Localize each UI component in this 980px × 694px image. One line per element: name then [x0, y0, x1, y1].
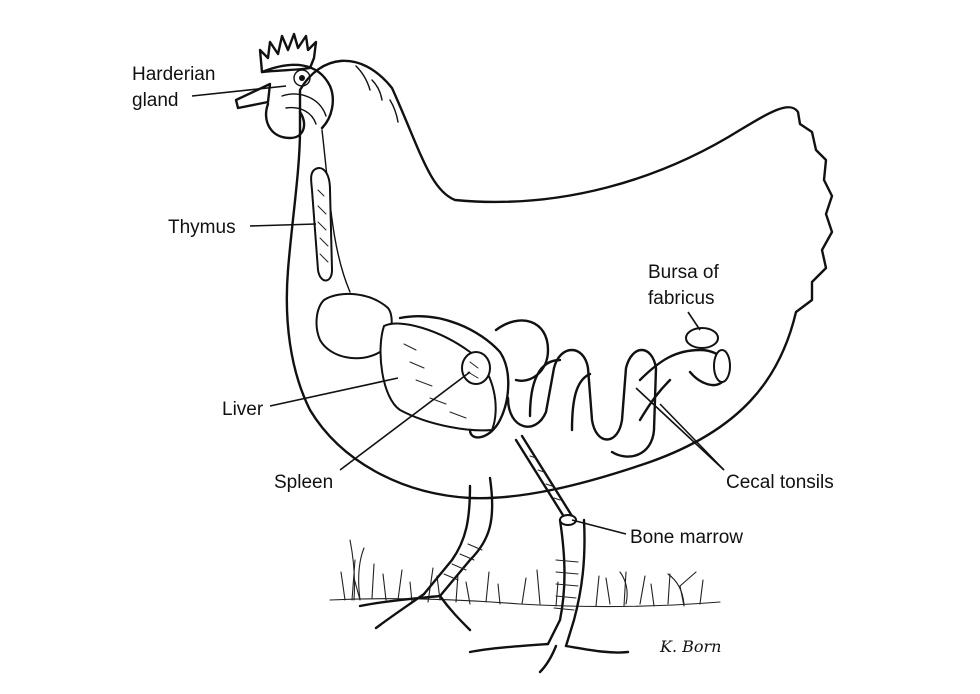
label-harderian-line2: gland: [132, 90, 179, 111]
chicken-body: [234, 32, 834, 500]
ground-grass: [329, 539, 721, 608]
bursa-organ: [685, 327, 731, 383]
leader-thymus: [249, 223, 317, 227]
leader-bone-marrow: [571, 519, 627, 535]
chicken-legs: [358, 476, 630, 674]
label-thymus: Thymus: [168, 217, 236, 238]
leader-liver: [269, 377, 399, 407]
artist-signature: K. Born: [659, 637, 721, 656]
label-cecal-tonsils: Cecal tonsils: [726, 472, 834, 493]
labels: Harderian gland Thymus Bursa of fabricus…: [132, 64, 834, 548]
spleen-organ: [461, 351, 491, 385]
thymus-organ: [310, 167, 334, 282]
bone-marrow-organ: [514, 434, 577, 526]
label-bursa-line2: fabricus: [648, 288, 715, 309]
leader-spleen: [339, 371, 471, 471]
leader-harderian: [191, 85, 287, 97]
label-liver: Liver: [222, 399, 264, 420]
leader-bursa: [687, 311, 701, 331]
label-spleen: Spleen: [274, 472, 333, 493]
label-harderian-line1: Harderian: [132, 64, 215, 85]
label-bone-marrow: Bone marrow: [630, 527, 743, 548]
label-bursa-line1: Bursa of: [648, 262, 719, 283]
leader-lines: [191, 85, 725, 535]
leader-cecal-1: [635, 387, 725, 471]
leader-cecal-2: [659, 403, 725, 471]
